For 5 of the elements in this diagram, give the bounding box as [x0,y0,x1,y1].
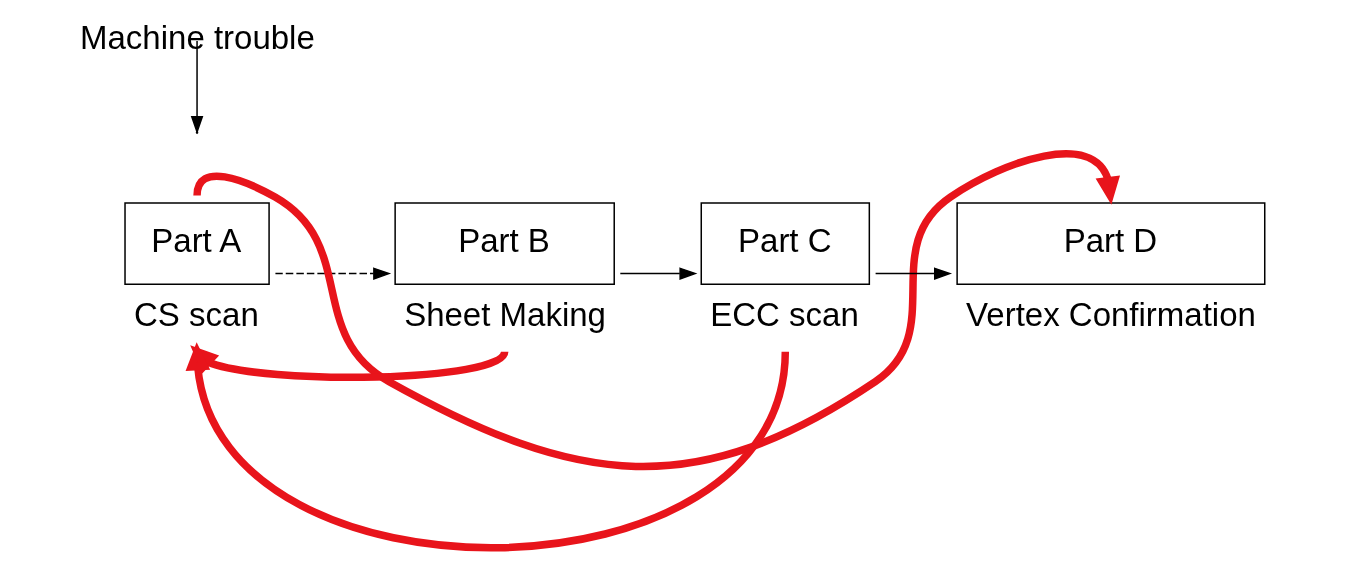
node-text: Machine trouble [80,19,315,57]
node-label: Vertex Confirmation [966,295,1256,333]
node-label: ECC scan [710,295,859,333]
node-label: CS scan [134,295,259,333]
node-label: Sheet Making [404,295,606,333]
